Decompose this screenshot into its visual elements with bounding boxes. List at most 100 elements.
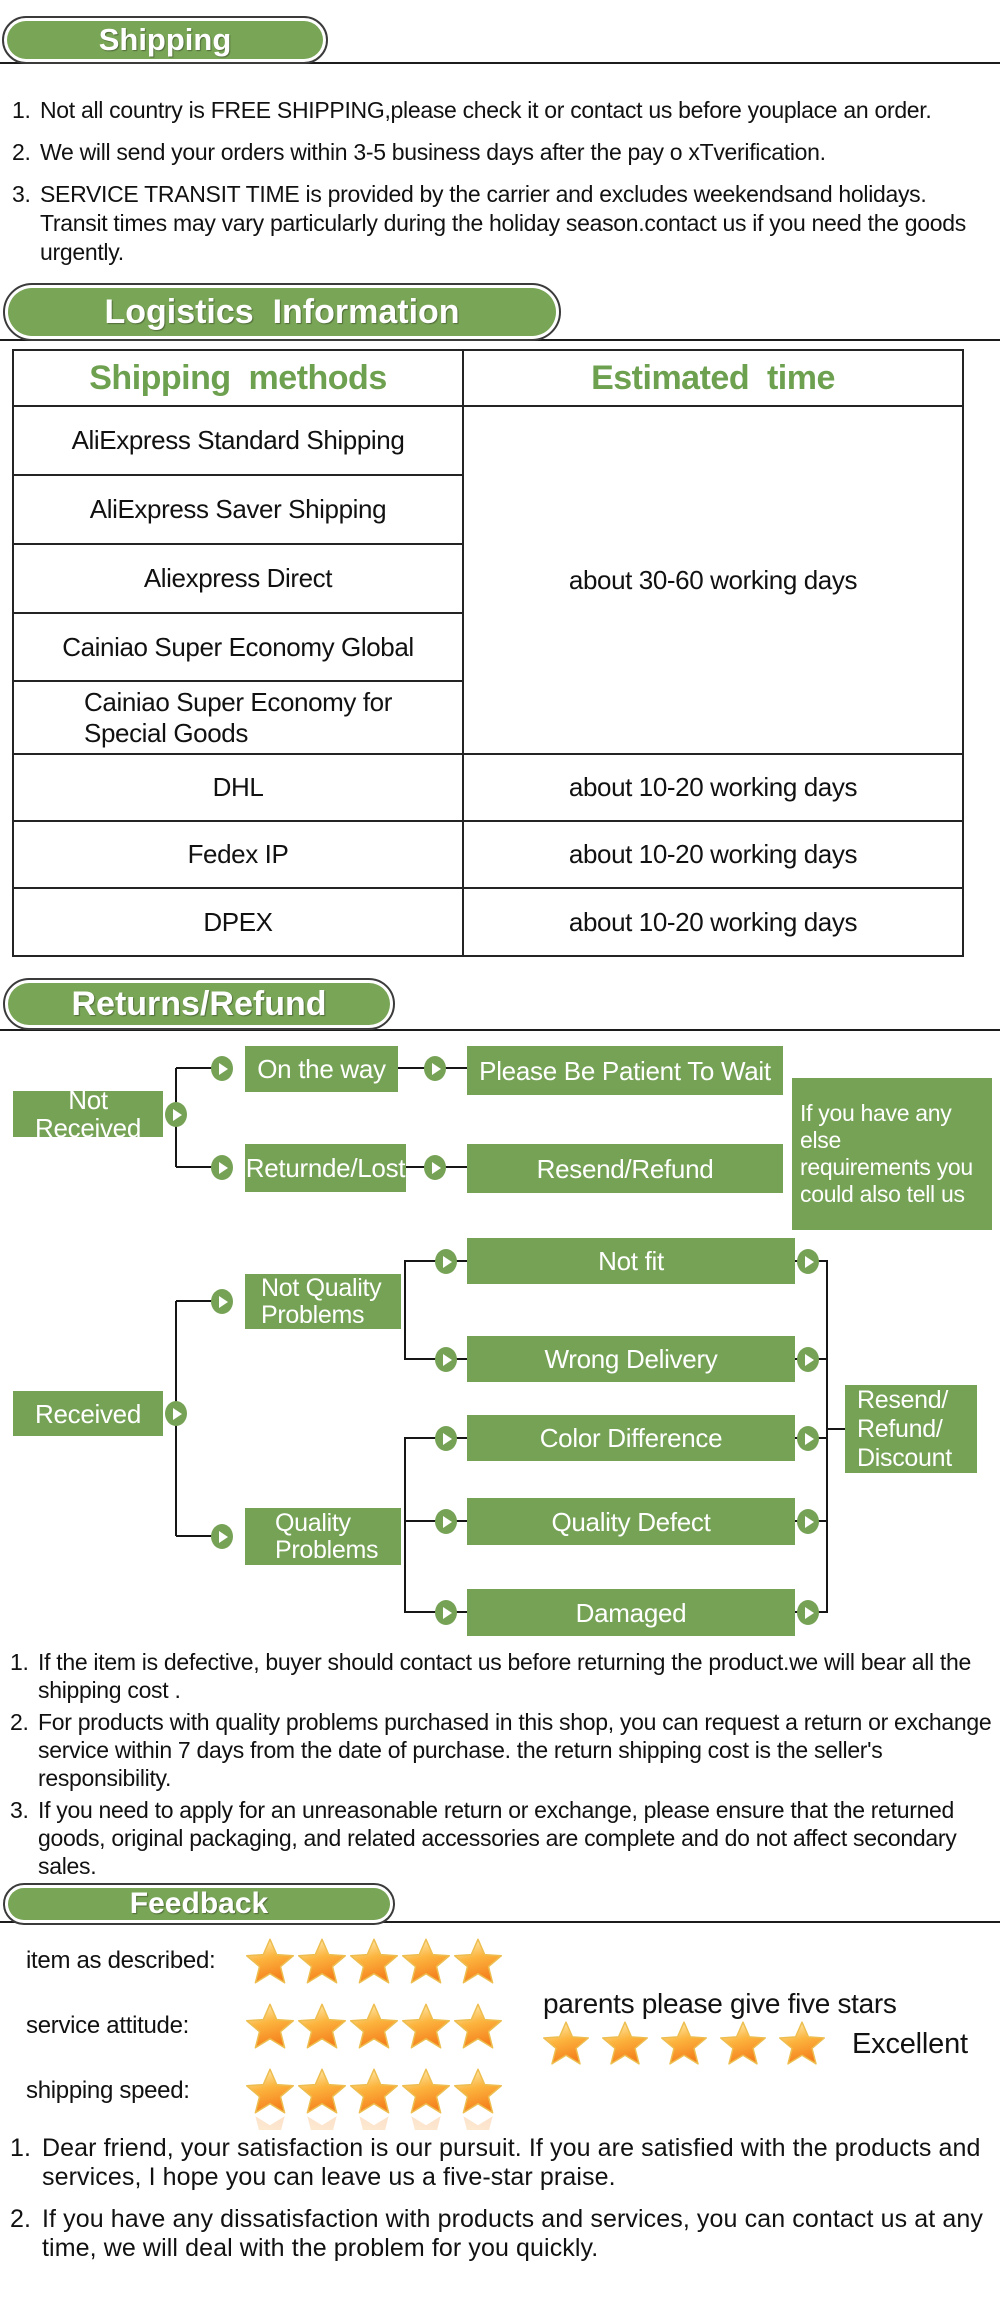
divider [0, 1921, 1000, 1923]
table-cell: Cainiao Super Economy for Special Goods [12, 680, 464, 755]
arrow-icon [211, 1289, 233, 1314]
arrow-icon [435, 1600, 457, 1625]
star-icon [454, 1938, 502, 1984]
list-item: 2. For products with quality problems pu… [10, 1708, 994, 1792]
divider [0, 62, 1000, 64]
star-icon [246, 2068, 294, 2114]
star-icon [298, 2068, 346, 2114]
list-text: For products with quality problems purch… [38, 1709, 992, 1791]
arrow-icon [211, 1056, 233, 1081]
star-icon [402, 1938, 450, 1984]
list-number: 2. [10, 2205, 32, 2233]
rating-row: service attitude: [26, 2001, 502, 2051]
star-icon [454, 2003, 502, 2049]
returns-notes-list: 1. If the item is defective, buyer shoul… [10, 1648, 994, 1880]
rating-label: item as described: [26, 1947, 216, 1974]
list-item: 2. If you have any dissatisfaction with … [10, 2205, 996, 2263]
feedback-notes-list: 1. Dear friend, your satisfaction is our… [10, 2134, 996, 2263]
table-header-cell: Shipping methods [12, 349, 464, 407]
arrow-icon [424, 1155, 446, 1180]
star-icon [661, 2021, 707, 2065]
star-rating-reflection [246, 2114, 506, 2130]
star-icon [350, 2116, 398, 2130]
star-icon [350, 2068, 398, 2114]
star-icon [402, 2116, 450, 2130]
rating-row: item as described: [26, 1936, 502, 1986]
star-icon [350, 2003, 398, 2049]
connector-line [404, 1261, 406, 1359]
star-rating [246, 1937, 502, 1985]
flow-node-not-quality-problems: Not Quality Problems [245, 1274, 401, 1329]
arrow-icon [165, 1401, 187, 1426]
flow-node-wrong-delivery: Wrong Delivery [467, 1336, 795, 1382]
star-icon [350, 1938, 398, 1984]
connector-line [826, 1428, 845, 1430]
connector-line [176, 1535, 216, 1537]
table-cell-text: Cainiao Super Economy for Special Goods [84, 686, 392, 748]
list-text: SERVICE TRANSIT TIME is provided by the … [40, 181, 966, 265]
star-rating [543, 2020, 825, 2066]
arrow-icon [797, 1600, 819, 1625]
table-header-cell: Estimated time [462, 349, 964, 407]
connector-line [826, 1261, 828, 1612]
table-cell: about 10-20 working days [462, 753, 964, 822]
section-badge-logistics: Logistics Information [3, 283, 561, 341]
arrow-icon [797, 1347, 819, 1372]
star-reflection [246, 2114, 506, 2130]
list-number: 2. [12, 139, 31, 165]
list-text: If you need to apply for an unreasonable… [38, 1797, 957, 1879]
star-icon [720, 2021, 766, 2065]
section-badge-returns: Returns/Refund [3, 978, 395, 1030]
table-cell: about 10-20 working days [462, 820, 964, 889]
star-icon [298, 2003, 346, 2049]
list-number: 1. [12, 97, 31, 123]
table-cell: Fedex IP [12, 820, 464, 889]
rating-label: shipping speed: [26, 2077, 190, 2104]
table-cell: DPEX [12, 887, 464, 957]
arrow-icon [435, 1426, 457, 1451]
table-row: Cainiao Super Economy Global [12, 612, 963, 682]
star-icon [402, 2068, 450, 2114]
table-row: DHL about 10-20 working days [12, 753, 964, 822]
arrow-icon [797, 1249, 819, 1274]
star-rating [246, 2067, 502, 2115]
connector-line [176, 1300, 216, 1302]
table-cell: Aliexpress Direct [12, 543, 464, 614]
rating-row: shipping speed: [26, 2066, 502, 2116]
rating-word: Excellent [852, 2028, 968, 2060]
flow-node-on-the-way: On the way [245, 1046, 398, 1092]
rating-label: service attitude: [26, 2012, 189, 2039]
section-badge-feedback: Feedback [3, 1883, 395, 1925]
table-row: Fedex IP about 10-20 working days [12, 820, 964, 889]
flow-node-please-wait: Please Be Patient To Wait [467, 1046, 783, 1095]
table-cell: about 10-20 working days [462, 887, 964, 957]
list-number: 1. [10, 1649, 29, 1675]
list-number: 3. [12, 181, 31, 207]
arrow-icon [165, 1102, 187, 1127]
flow-node-quality-defect: Quality Defect [467, 1498, 795, 1545]
star-icon [246, 2116, 294, 2130]
table-cell: AliExpress Standard Shipping [12, 405, 464, 476]
arrow-icon [435, 1347, 457, 1372]
flow-node-not-fit: Not fit [467, 1238, 795, 1284]
list-text: If you have any dissatisfaction with pro… [42, 2205, 983, 2262]
arrow-icon [211, 1524, 233, 1549]
star-icon [454, 2116, 502, 2130]
flow-node-damaged: Damaged [467, 1589, 795, 1636]
star-icon [246, 1938, 294, 1984]
arrow-icon [211, 1155, 233, 1180]
list-item: 1. Not all country is FREE SHIPPING,plea… [12, 96, 988, 125]
logistics-table: Shipping methods Estimated time AliExpre… [12, 349, 964, 957]
table-row: AliExpress Standard Shipping about 30-60… [12, 405, 964, 755]
flow-node-quality-problems: Quality Problems [245, 1508, 401, 1565]
list-text: We will send your orders within 3-5 busi… [40, 139, 826, 165]
arrow-icon [424, 1056, 446, 1081]
section-title: Returns/Refund [8, 983, 390, 1025]
list-item: 3. SERVICE TRANSIT TIME is provided by t… [12, 180, 988, 267]
returns-flowchart: Not Received On the way Please Be Patien… [0, 1040, 1000, 1652]
star-icon [402, 2003, 450, 2049]
connector-line [176, 1067, 216, 1069]
flow-node-received: Received [13, 1391, 163, 1436]
list-item: 1. Dear friend, your satisfaction is our… [10, 2134, 996, 2192]
